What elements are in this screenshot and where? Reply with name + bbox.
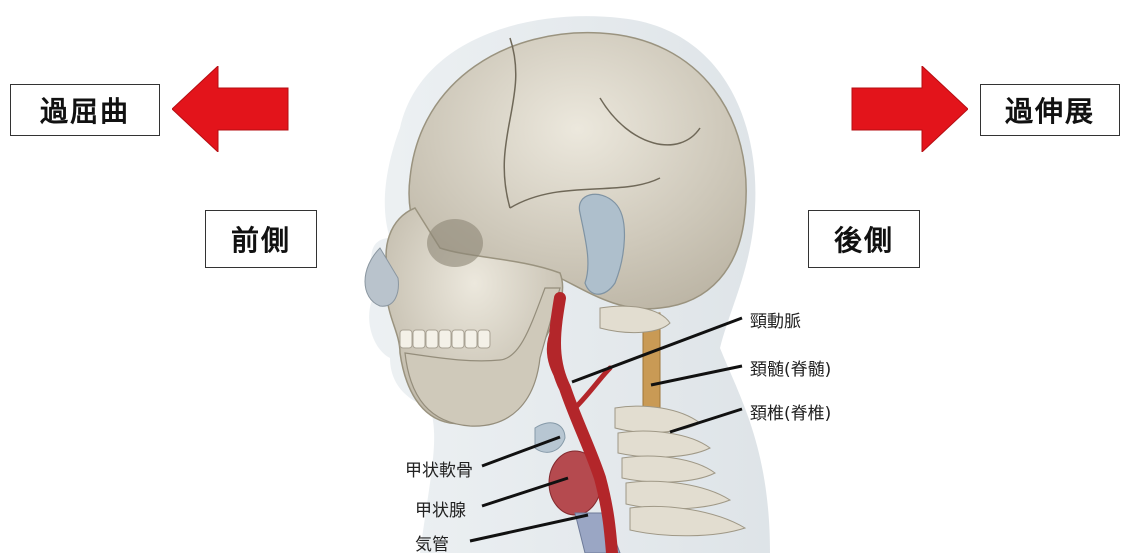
trachea-label: 気管: [415, 530, 449, 555]
thyroid-gland-leader-line: [482, 478, 568, 506]
thyroid-cartilage-leader-line: [482, 437, 560, 466]
trachea-leader-line: [470, 515, 588, 541]
thyroid-cartilage-label: 甲状軟骨: [405, 456, 473, 481]
thyroid-gland-label: 甲状腺: [415, 496, 466, 521]
carotid-artery-label: 頸動脈: [750, 307, 801, 332]
vertebra-leader-line: [670, 409, 742, 432]
cervical-cord-label: 頚髄(脊髄): [750, 355, 831, 380]
cervical-vertebra-label: 頚椎(脊椎): [750, 399, 831, 424]
spinal-cord-leader-line: [651, 366, 742, 385]
